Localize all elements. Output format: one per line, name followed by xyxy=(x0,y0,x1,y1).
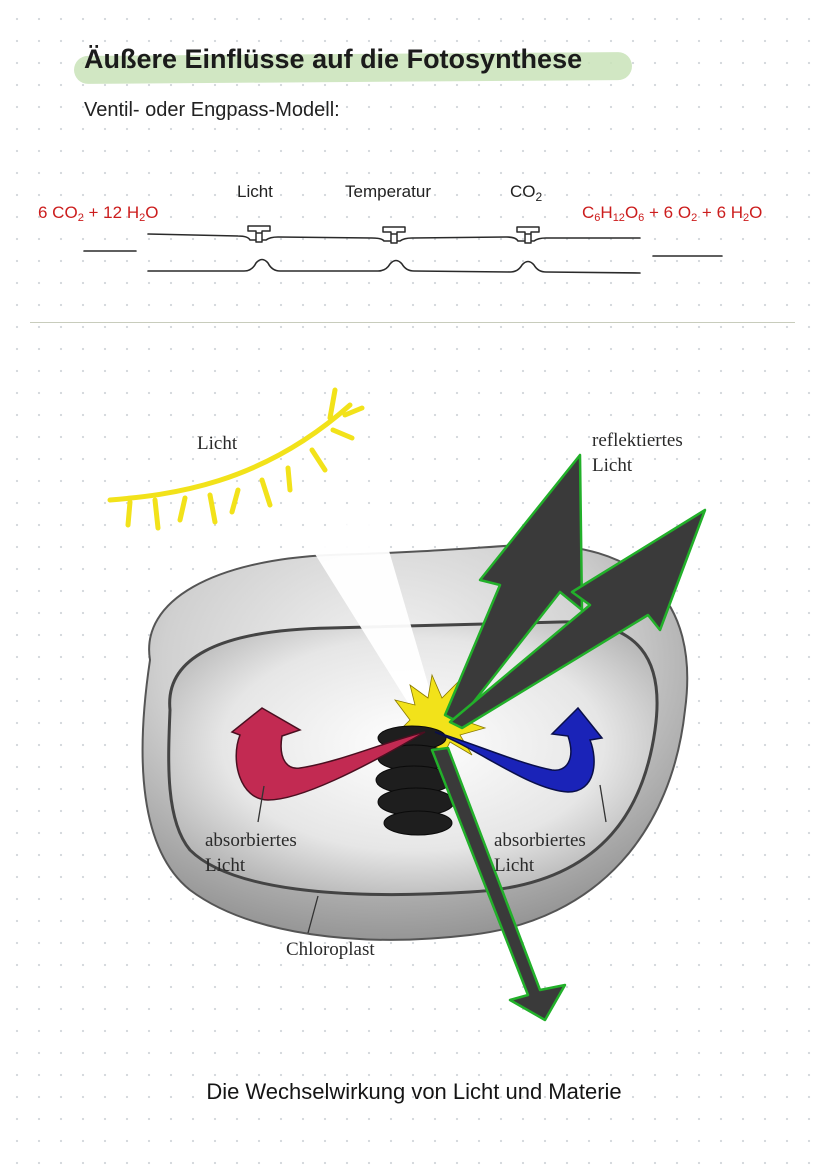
reactant-text: + 12 H xyxy=(83,203,140,222)
incoming-light-beam xyxy=(300,520,440,730)
valve-icon-temperature xyxy=(382,226,406,244)
product-text: H xyxy=(600,203,613,222)
chloroplast-illustration xyxy=(107,387,707,1022)
product-sub: 6 xyxy=(594,212,601,224)
reactant-text: 6 CO xyxy=(38,203,78,222)
product-sub: 12 xyxy=(612,212,625,224)
valve-icon-co2 xyxy=(516,226,540,244)
sun-icon xyxy=(107,387,365,531)
label-chloroplast: Chloroplast xyxy=(286,939,375,960)
absorbed-red-arrow xyxy=(230,707,426,801)
product-sub: 2 xyxy=(691,212,698,224)
reactants-equation: 6 CO2 + 12 H2O xyxy=(38,203,158,224)
product-text: C xyxy=(582,203,595,222)
product-text: + 6 H xyxy=(697,203,744,222)
co2-text: CO xyxy=(510,182,536,201)
label-absorbed-right-line1: absorbiertes xyxy=(494,830,586,851)
valve-icon-light xyxy=(247,225,271,243)
absorbed-blue-arrow xyxy=(434,706,604,793)
label-absorbed-left-line1: absorbiertes xyxy=(205,830,297,851)
product-sub: 6 xyxy=(638,212,645,224)
label-absorbed-left-line2: Licht xyxy=(205,855,246,876)
label-absorbed-right-line2: Licht xyxy=(494,855,535,876)
page-title: Äußere Einflüsse auf die Fotosynthese xyxy=(84,44,583,74)
label-reflected-line1: reflektiertes xyxy=(592,430,683,451)
product-sub: 2 xyxy=(743,212,750,224)
transmitted-light-arrow xyxy=(430,746,567,1022)
reactant-sub: 2 xyxy=(139,212,146,224)
products-equation: C6H12O6 + 6 O2 + 6 H2O xyxy=(582,203,762,224)
valve-label-co2: CO2 xyxy=(510,182,542,204)
section-divider xyxy=(30,322,795,323)
co2-sub: 2 xyxy=(535,190,543,204)
reactant-sub: 2 xyxy=(77,212,84,224)
section-subtitle: Ventil- oder Engpass-Modell: xyxy=(84,99,340,121)
label-light: Licht xyxy=(197,433,238,454)
reflected-light-arrow-2 xyxy=(448,508,707,730)
label-reflected-line2: Licht xyxy=(592,455,633,476)
label-leader-lines xyxy=(257,784,607,934)
product-text: O xyxy=(624,203,639,222)
pipe-bottom xyxy=(147,258,641,274)
label-absorbed-left: absorbiertes Licht xyxy=(205,828,297,878)
label-reflected: reflektiertes Licht xyxy=(592,428,683,478)
product-text: O xyxy=(749,203,763,222)
valve-label-light: Licht xyxy=(237,182,273,201)
reactant-text: O xyxy=(145,203,159,222)
label-absorbed-right: absorbiertes Licht xyxy=(494,828,586,878)
figure-caption: Die Wechselwirkung von Licht und Materie xyxy=(206,1079,622,1104)
product-text: + 6 O xyxy=(644,203,692,222)
valve-pipe-diagram xyxy=(83,225,723,274)
valve-label-temperature: Temperatur xyxy=(345,182,431,201)
